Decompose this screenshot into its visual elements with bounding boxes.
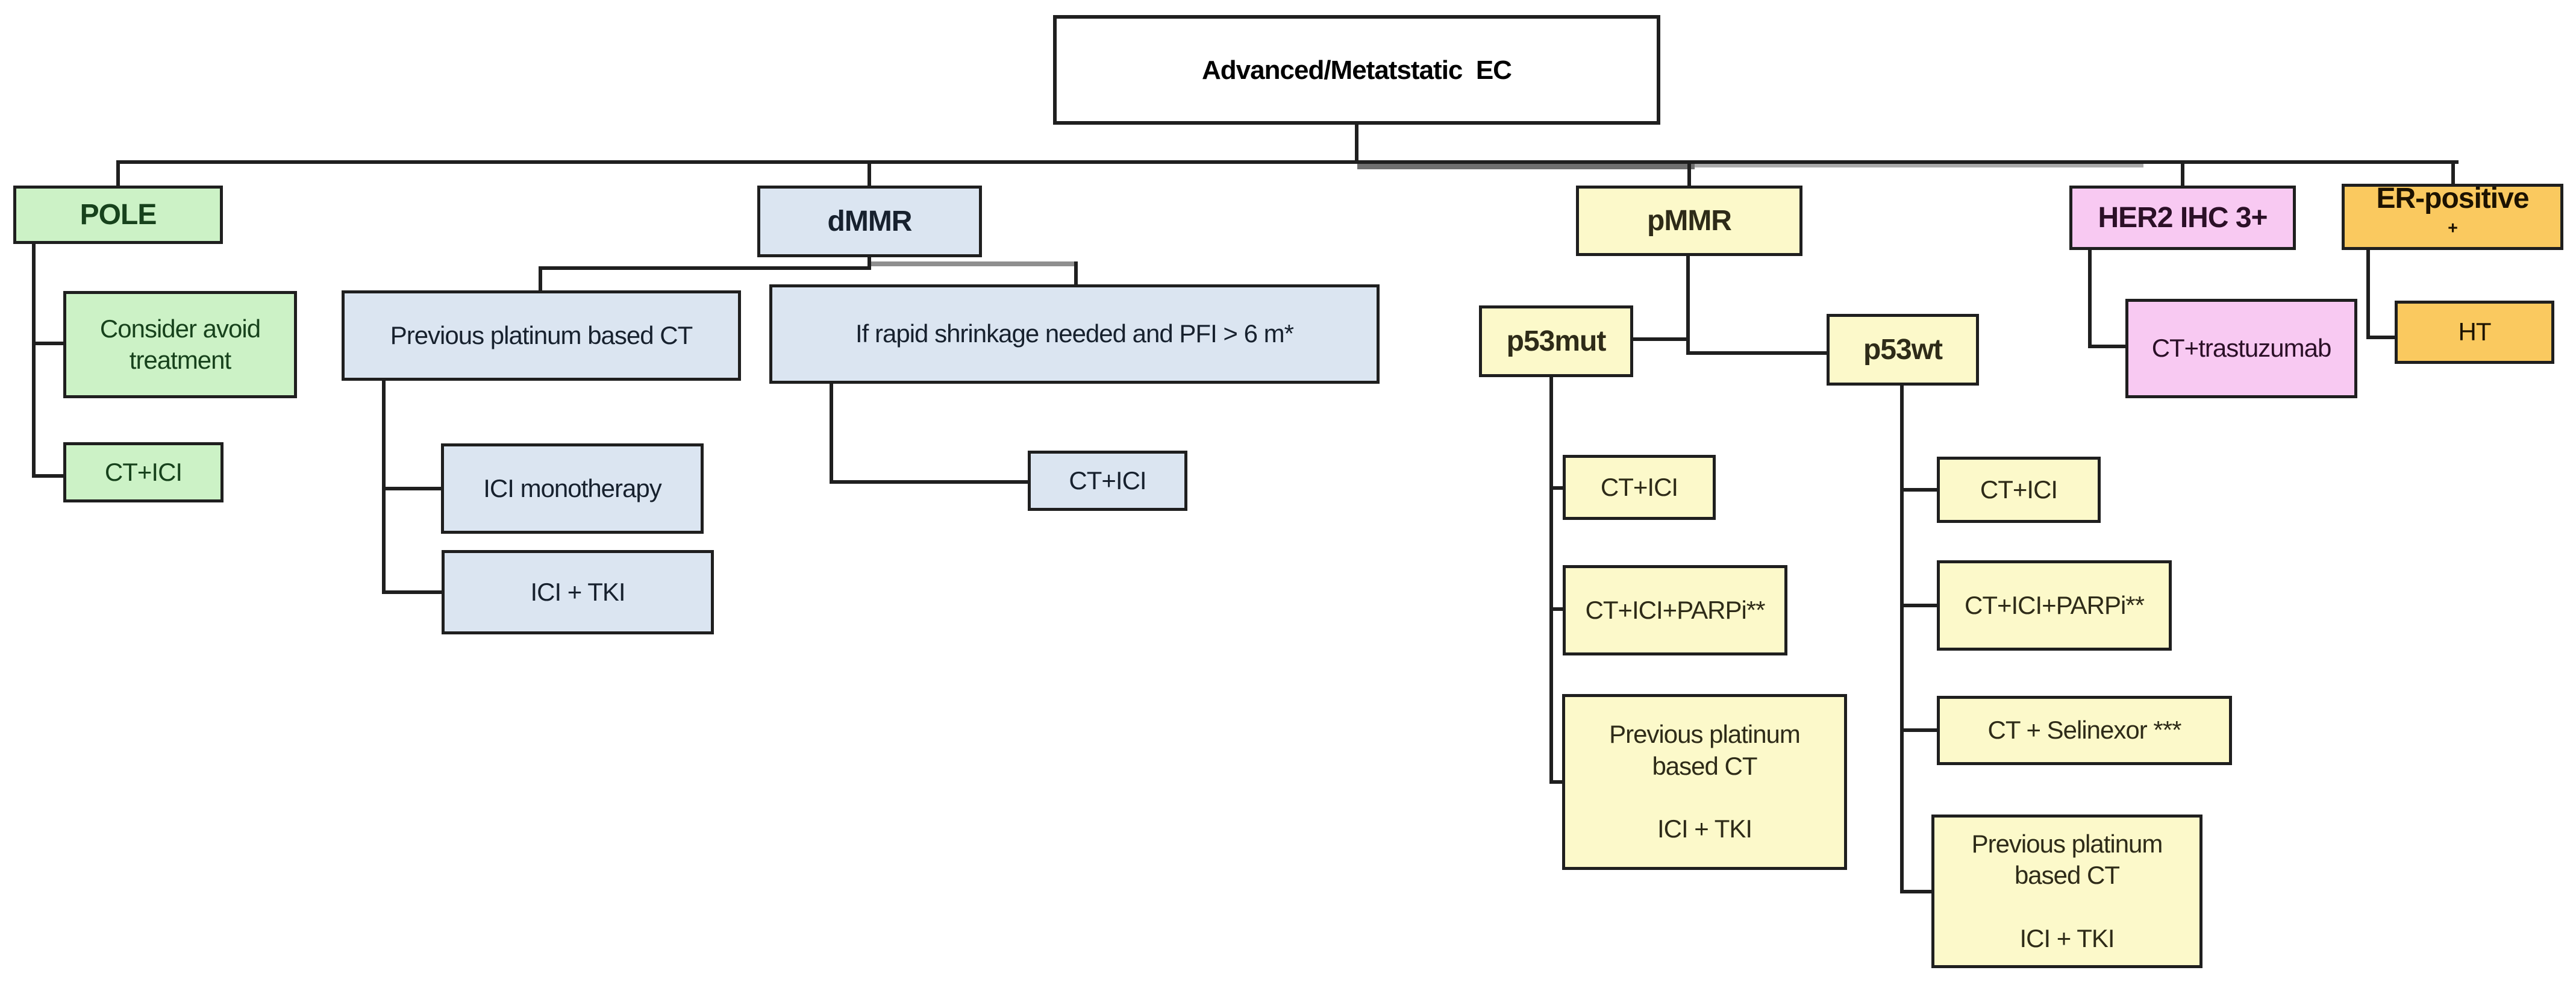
node-ici-tki-label: ICI + TKI [530, 577, 625, 606]
node-ht-label: HT [2458, 317, 2492, 346]
node-dmmr-label: dMMR [827, 205, 913, 237]
node-p53wt-label: p53wt [1863, 333, 1943, 366]
node-p53mut-prev-platinum-line2: ICI + TKI [1657, 815, 1752, 843]
node-p53mut-prev-platinum-line1: Previous platinum based CT [1609, 720, 1801, 780]
node-previous-platinum-ct: Previous platinum based CT [342, 290, 741, 381]
node-er-positive-label: ER-positive+ [2376, 183, 2529, 238]
connector-main-line [116, 160, 2459, 164]
node-p53mut-parpi: CT+ICI+PARPi** [1563, 565, 1787, 655]
connector-pole-stub-ctici [32, 474, 63, 478]
node-pole-label: POLE [80, 198, 157, 231]
connector-main-shadow-dark [1357, 164, 1695, 169]
connector-p53wt-stub2 [1900, 604, 1937, 607]
node-p53mut-parpi-label: CT+ICI+PARPi** [1585, 595, 1766, 624]
node-advanced-metastatic-ec: Advanced/Metatstatic EC [1053, 15, 1660, 125]
node-her2-ihc3-label: HER2 IHC 3+ [2098, 201, 2268, 234]
node-p53mut: p53mut [1479, 305, 1633, 377]
node-consider-avoid-treatment-label: Consider avoid treatment [99, 314, 261, 375]
connector-root-stub [1355, 124, 1358, 164]
connector-stub-rapid-ctici [830, 480, 1028, 484]
node-p53wt-prev-platinum-line1: Previous platinum based CT [1971, 829, 2163, 890]
connector-p53wt-stub3 [1900, 728, 1937, 732]
node-her2-ihc3: HER2 IHC 3+ [2069, 186, 2296, 250]
connector-pole-stub-consider [32, 342, 63, 345]
node-pmmr: pMMR [1576, 186, 1802, 256]
node-p53wt-ct-ici-label: CT+ICI [1980, 475, 2058, 504]
node-ct-trastuzumab: CT+trastuzumab [2125, 299, 2357, 398]
connector-p53mut-stub1 [1549, 486, 1564, 490]
node-ht: HT [2395, 301, 2554, 364]
node-p53wt-selinexor-label: CT + Selinexor *** [1987, 716, 2182, 745]
connector-er-vline [2366, 247, 2370, 339]
node-er-positive: ER-positive+ [2342, 183, 2563, 250]
node-rapid-shrinkage-label: If rapid shrinkage needed and PFI > 6 m* [855, 319, 1294, 348]
node-consider-avoid-treatment: Consider avoid treatment [63, 291, 297, 398]
node-p53wt-ct-ici: CT+ICI [1937, 457, 2101, 523]
node-p53mut-label: p53mut [1506, 325, 1607, 357]
connector-p53wt-stub4 [1900, 890, 1932, 893]
node-ici-monotherapy-label: ICI monotherapy [483, 474, 661, 502]
connector-drop-pmmr [1687, 160, 1691, 187]
node-p53mut-prev-platinum: Previous platinum based CT ICI + TKI [1562, 694, 1847, 870]
node-p53wt: p53wt [1827, 314, 1979, 386]
node-p53mut-ct-ici-label: CT+ICI [1600, 472, 1678, 501]
connector-stub-p53wt [1688, 351, 1827, 355]
connector-drop-her2 [2181, 160, 2184, 187]
connector-rapid-vline [830, 381, 833, 484]
connector-p53mut-stub2 [1549, 607, 1564, 611]
node-rapid-ct-ici-label: CT+ICI [1069, 466, 1146, 495]
node-er-positive-sup: + [2448, 219, 2458, 238]
connector-drop-prev-platinum [539, 266, 542, 293]
node-p53wt-parpi-label: CT+ICI+PARPi** [1965, 590, 2145, 619]
connector-p53wt-stub1 [1900, 488, 1937, 492]
node-p53wt-prev-platinum-line2: ICI + TKI [2019, 924, 2115, 952]
node-p53mut-ct-ici: CT+ICI [1563, 455, 1716, 520]
connector-prev-vline [382, 378, 386, 594]
connector-stub-ici-tki [382, 590, 442, 594]
connector-dmmr-shadow [871, 261, 1076, 266]
connector-pole-vline [32, 241, 36, 478]
connector-er-stub [2366, 336, 2395, 339]
node-ici-monotherapy: ICI monotherapy [441, 443, 704, 534]
node-previous-platinum-ct-label: Previous platinum based CT [390, 321, 693, 349]
node-p53wt-prev-platinum: Previous platinum based CT ICI + TKI [1931, 815, 2202, 968]
node-pole-ct-ici-label: CT+ICI [104, 457, 183, 486]
node-rapid-ct-ici: CT+ICI [1028, 451, 1187, 511]
connector-p53mut-vline [1549, 375, 1553, 784]
connector-p53wt-vline [1900, 384, 1904, 893]
connector-dmmr-split [539, 266, 871, 270]
connector-her2-vline [2088, 247, 2092, 348]
node-dmmr: dMMR [757, 186, 982, 257]
connector-drop-dmmr [868, 160, 871, 187]
connector-p53mut-stub3 [1549, 780, 1563, 784]
connector-main-shadow-light [1695, 164, 2143, 167]
connector-stub-p53mut [1633, 337, 1689, 341]
node-advanced-metastatic-ec-label: Advanced/Metatstatic EC [1202, 55, 1512, 85]
connector-drop-rapid [1074, 261, 1078, 287]
node-pmmr-label: pMMR [1647, 204, 1732, 237]
connector-drop-pole [116, 160, 120, 187]
connector-stub-ici-mono [382, 487, 441, 490]
connector-dmmr-riser [868, 254, 871, 270]
node-pole-ct-ici: CT+ICI [63, 442, 224, 502]
node-pole: POLE [13, 186, 223, 244]
connector-pmmr-riser [1686, 254, 1690, 355]
connector-her2-stub [2088, 345, 2125, 348]
node-p53wt-selinexor: CT + Selinexor *** [1937, 696, 2232, 765]
node-rapid-shrinkage: If rapid shrinkage needed and PFI > 6 m* [769, 284, 1380, 384]
connector-drop-er [2451, 160, 2455, 187]
node-ici-tki: ICI + TKI [442, 550, 714, 634]
node-p53wt-parpi: CT+ICI+PARPi** [1937, 560, 2172, 651]
node-ct-trastuzumab-label: CT+trastuzumab [2151, 334, 2332, 363]
